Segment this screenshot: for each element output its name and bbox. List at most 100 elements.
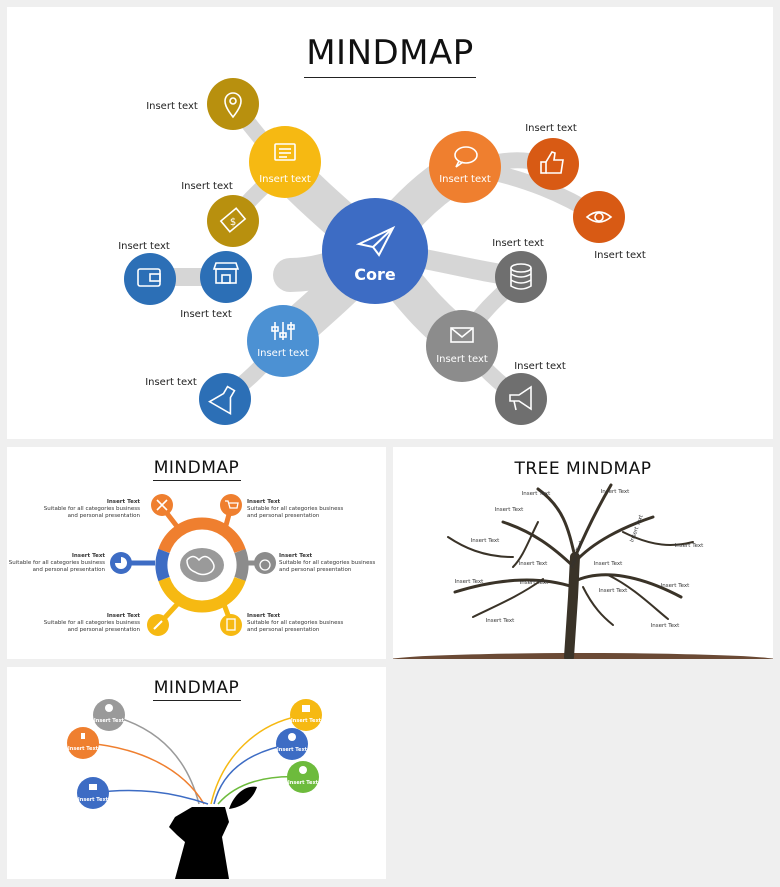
circle-diagram: Insert Text Suitable for all categories … <box>9 494 375 636</box>
node-like[interactable] <box>527 138 579 190</box>
pencil-icon[interactable] <box>147 614 169 636</box>
store-icon <box>212 262 240 284</box>
item-desc: and personal presentation <box>68 513 141 519</box>
wallet-icon <box>137 268 161 287</box>
node-settings[interactable]: Insert text <box>247 305 319 377</box>
node-news[interactable]: Insert text <box>249 126 321 198</box>
branch-label: Insert Text <box>661 583 690 589</box>
item-title: Insert Text <box>107 499 141 505</box>
node-chess[interactable]: Insert Text <box>67 727 99 759</box>
title-underline <box>153 480 241 481</box>
node-label: Insert text <box>439 174 491 185</box>
node-label: Insert text <box>180 309 232 320</box>
ground <box>393 653 773 659</box>
chat-bubble-icon <box>454 146 478 168</box>
megaphone-icon <box>509 385 532 411</box>
branch-label: Insert Text <box>520 580 549 586</box>
item-title: Insert Text <box>247 613 281 619</box>
page-title: MINDMAP <box>153 458 240 478</box>
node-label: Insert text <box>118 241 170 252</box>
core-node[interactable]: Core <box>322 198 428 304</box>
node-plant[interactable]: Insert Text <box>287 761 319 793</box>
node-label: Insert text <box>259 174 311 185</box>
item-title: Insert Text <box>247 499 281 505</box>
item-desc: and personal presentation <box>33 567 106 573</box>
head-diagram: Insert Text Insert Text Insert Text Inse… <box>67 699 322 879</box>
node-label: Insert text <box>145 377 197 388</box>
panel-main-mindmap: MINDMAP Core <box>7 7 773 439</box>
node-label: Insert text <box>181 181 233 192</box>
node-label: Insert text <box>436 354 488 365</box>
node-camera[interactable]: Insert Text <box>77 777 109 809</box>
pie-chart-icon[interactable] <box>110 552 132 574</box>
node-label: Insert Text <box>277 747 308 753</box>
branch-label: Insert Text <box>519 561 548 567</box>
envelope-icon <box>450 327 474 343</box>
cart-icon[interactable] <box>220 494 242 516</box>
node-label: Insert Text <box>94 718 125 724</box>
node-location[interactable] <box>207 78 259 130</box>
branch-label: Insert Text <box>599 588 628 594</box>
tree-diagram: Insert Text Insert Text Insert Text Inse… <box>393 483 773 659</box>
paper-plane-icon <box>355 225 396 257</box>
item-title: Insert Text <box>72 553 106 559</box>
page-title: MINDMAP <box>153 678 240 698</box>
money-bag-icon[interactable] <box>254 552 276 574</box>
node-label: Insert Text <box>78 797 109 803</box>
node-gears[interactable]: Insert Text <box>276 728 308 760</box>
branch-label: Insert Text <box>675 543 704 549</box>
node-wallet[interactable] <box>124 253 176 305</box>
item-title: Insert Text <box>107 613 141 619</box>
item-desc: Suitable for all categories business <box>279 560 375 566</box>
item-title: Insert Text <box>279 553 313 559</box>
node-label: Insert text <box>594 250 646 261</box>
branch-label: Insert Text <box>651 623 680 629</box>
location-pin-icon <box>224 92 242 119</box>
panel-head-mindmap: MINDMAP Insert Text Insert Text Insert T… <box>7 667 386 879</box>
node-chat[interactable]: Insert text <box>429 131 501 203</box>
branch-label: Insert Text <box>594 561 623 567</box>
page-title: TREE MINDMAP <box>514 459 652 479</box>
item-desc: Suitable for all categories business <box>247 506 343 512</box>
node-puzzle[interactable]: Insert Text <box>290 699 322 731</box>
node-store[interactable] <box>200 251 252 303</box>
brain-icon <box>180 548 224 582</box>
node-eye[interactable] <box>573 191 625 243</box>
database-icon <box>510 263 532 290</box>
money-bill-icon: $ <box>219 207 247 233</box>
item-desc: and personal presentation <box>279 567 352 573</box>
tools-icon[interactable] <box>151 494 173 516</box>
node-money[interactable]: $ <box>207 195 259 247</box>
tree-icon <box>447 483 694 659</box>
item-desc: and personal presentation <box>247 627 320 633</box>
newspaper-icon <box>274 143 296 161</box>
node-mail[interactable]: Insert text <box>426 310 498 382</box>
branch-label: Insert Text <box>486 618 515 624</box>
node-label: Insert text <box>525 123 577 134</box>
node-label: Insert Text <box>291 718 322 724</box>
title-underline <box>153 700 241 701</box>
thumbs-up-icon <box>540 151 564 174</box>
node-label: Insert text <box>146 101 198 112</box>
branch-label: Insert Text <box>455 579 484 585</box>
item-desc: and personal presentation <box>247 513 320 519</box>
panel-circle-mindmap: MINDMAP Insert Text Suitable for all cat… <box>7 447 386 659</box>
document-icon[interactable] <box>220 614 242 636</box>
node-lab[interactable] <box>199 373 251 425</box>
flask-icon <box>208 385 236 416</box>
eye-icon <box>585 211 613 223</box>
node-label: Insert Text <box>68 746 99 752</box>
node-megaphone[interactable] <box>495 373 547 425</box>
node-database[interactable] <box>495 251 547 303</box>
item-desc: Suitable for all categories business <box>44 620 140 626</box>
node-label: Insert text <box>514 361 566 372</box>
branch-label: Insert Text <box>601 489 630 495</box>
sliders-icon <box>271 322 295 340</box>
page-title: MINDMAP <box>306 33 474 73</box>
node-label: Insert text <box>492 238 544 249</box>
node-label: Insert text <box>257 348 309 359</box>
title-underline <box>304 77 476 78</box>
node-money[interactable]: Insert Text <box>93 699 125 731</box>
branch-label: Insert Text <box>471 538 500 544</box>
panel-tree-mindmap: TREE MINDMAP Insert Text Insert Text Ins… <box>393 447 773 659</box>
